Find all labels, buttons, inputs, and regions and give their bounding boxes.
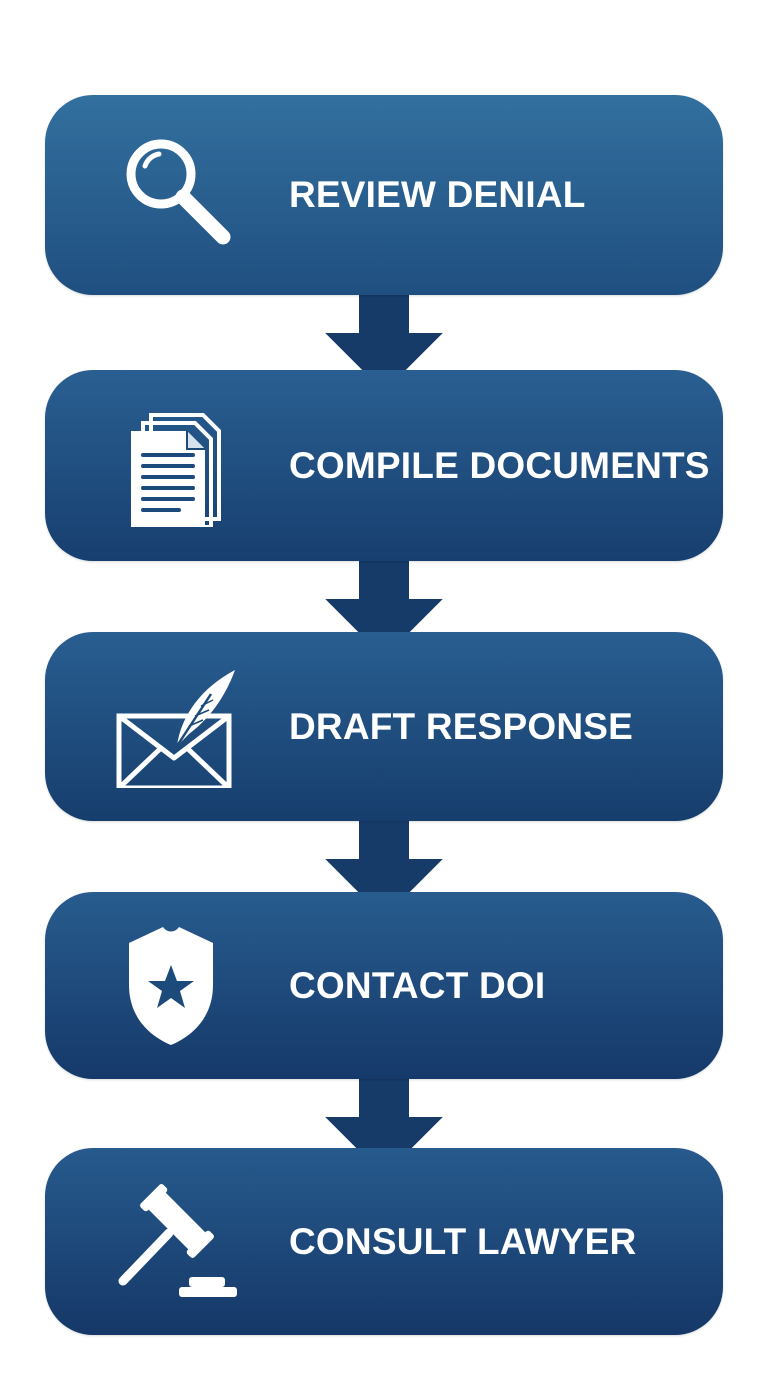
documents-icon bbox=[131, 412, 221, 527]
step-draft-response: DRAFT RESPONSE bbox=[45, 632, 723, 821]
step-contact-doi: CONTACT DOI bbox=[45, 892, 723, 1079]
down-arrow-3 bbox=[318, 818, 450, 927]
magnifying-glass-icon bbox=[126, 139, 231, 245]
down-arrow-2 bbox=[318, 558, 450, 667]
step-label: CONTACT DOI bbox=[289, 964, 546, 1006]
step-label: CONSULT LAWYER bbox=[289, 1220, 637, 1262]
gavel-icon bbox=[118, 1183, 237, 1297]
step-label: COMPILE DOCUMENTS bbox=[289, 444, 710, 486]
step-compile-documents: COMPILE DOCUMENTS bbox=[45, 370, 723, 561]
envelope-quill-icon bbox=[116, 669, 235, 788]
down-arrow-1 bbox=[318, 292, 450, 401]
step-label: REVIEW DENIAL bbox=[289, 174, 586, 215]
shield-star-icon bbox=[129, 926, 213, 1045]
step-consult-lawyer: CONSULT LAWYER bbox=[45, 1148, 723, 1335]
down-arrow-4 bbox=[318, 1076, 450, 1185]
step-review-denial: REVIEW DENIAL bbox=[45, 95, 723, 295]
step-label: DRAFT RESPONSE bbox=[289, 705, 634, 747]
